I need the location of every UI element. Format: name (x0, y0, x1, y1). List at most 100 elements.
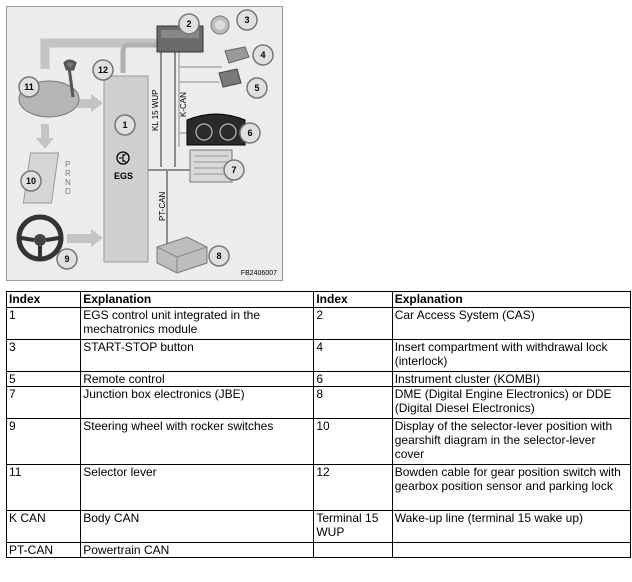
cell-index: 8 (313, 386, 393, 419)
svg-text:9: 9 (64, 254, 69, 264)
header-explanation: Explanation (80, 291, 315, 308)
table-row: 5 Remote control 6 Instrument cluster (K… (5, 371, 632, 387)
table-row: 3 START-STOP button 4 Insert compartment… (5, 339, 632, 372)
arrow-10-body (41, 124, 49, 138)
gear-letter: D (65, 187, 71, 196)
dme-dde-edges (156, 246, 208, 273)
cell-index: Terminal 15 WUP (313, 510, 393, 543)
callout-12: 12 (92, 59, 114, 81)
kcan-label: K-CAN (179, 92, 188, 117)
cell-explanation: Insert compartment with withdrawal lock … (391, 339, 632, 372)
cell-explanation: Junction box electronics (JBE) (80, 386, 315, 419)
insert-compartment (224, 46, 250, 64)
cell-explanation: Selector lever (80, 464, 315, 511)
svg-text:4: 4 (260, 50, 265, 60)
system-diagram: EGS KL 15 WUP K-CAN PT-CAN P R N D 1 2 3… (6, 6, 283, 281)
gear-letter: R (65, 169, 71, 178)
header-index: Index (313, 291, 393, 308)
table-row: 9 Steering wheel with rocker switches 10… (5, 418, 632, 465)
cluster-gauge-right (219, 123, 237, 141)
gear-letter: P (65, 160, 70, 169)
cell-index: 5 (5, 371, 82, 387)
svg-text:10: 10 (26, 176, 36, 186)
arrow-10-head (36, 138, 54, 149)
svg-text:6: 6 (247, 128, 252, 138)
cell-explanation: Remote control (80, 371, 315, 387)
cell-index: 3 (5, 339, 82, 372)
remote-control-key (218, 68, 242, 88)
cell-index: 9 (5, 418, 82, 465)
callout-2: 2 (178, 13, 200, 35)
cell-explanation: EGS control unit integrated in the mecha… (80, 307, 315, 340)
ptcan-label: PT-CAN (158, 191, 167, 221)
steering-wheel-hub (34, 234, 46, 246)
cell-explanation: Body CAN (80, 510, 315, 543)
cell-index: 11 (5, 464, 82, 511)
egs-label: EGS (114, 171, 133, 181)
cell-explanation: Powertrain CAN (80, 542, 315, 558)
svg-text:12: 12 (98, 65, 108, 75)
table-row: K CAN Body CAN Terminal 15 WUP Wake-up l… (5, 510, 632, 543)
selector-lever-stick (63, 59, 77, 98)
cell-explanation: DME (Digital Engine Electronics) or DDE … (391, 386, 632, 419)
table-row: 1 EGS control unit integrated in the mec… (5, 307, 632, 340)
kl15-wup-label: KL 15 WUP (151, 90, 160, 132)
svg-text:5: 5 (254, 83, 259, 93)
cell-index: PT-CAN (5, 542, 82, 558)
cell-index: 4 (313, 339, 393, 372)
instrument-cluster (186, 113, 246, 146)
cell-explanation: Wake-up line (terminal 15 wake up) (391, 510, 632, 543)
diagram-canvas: EGS KL 15 WUP K-CAN PT-CAN P R N D 1 2 3… (16, 9, 277, 277)
table-header-row: Index Explanation Index Explanation (5, 291, 632, 308)
callout-8: 8 (208, 245, 230, 267)
callout-9: 9 (56, 248, 78, 270)
steering-wheel-spokes (20, 236, 60, 259)
arrow-9-body (67, 234, 91, 243)
arrow-11-body (77, 99, 91, 108)
cell-index: 7 (5, 386, 82, 419)
cell-index: 1 (5, 307, 82, 340)
cell-explanation: Instrument cluster (KOMBI) (391, 371, 632, 387)
table-row: PT-CAN Powertrain CAN (5, 542, 632, 558)
svg-text:2: 2 (186, 19, 191, 29)
callout-3: 3 (236, 9, 258, 31)
egs-control-unit (103, 75, 149, 263)
svg-text:11: 11 (24, 82, 34, 92)
arrow-9-head (91, 229, 103, 247)
callout-4: 4 (252, 44, 274, 66)
cell-index: 6 (313, 371, 393, 387)
cell-explanation (391, 542, 632, 558)
cell-index (313, 542, 393, 558)
table-row: 11 Selector lever 12 Bowden cable for ge… (5, 464, 632, 511)
callout-7: 7 (223, 159, 245, 181)
svg-text:8: 8 (216, 251, 221, 261)
callout-1: 1 (114, 114, 136, 136)
header-index: Index (5, 291, 82, 308)
cas-module-top (161, 30, 199, 38)
cell-index: 10 (313, 418, 393, 465)
cell-index: 12 (313, 464, 393, 511)
callout-6: 6 (239, 122, 261, 144)
svg-text:7: 7 (231, 165, 236, 175)
junction-box-lines (194, 155, 228, 175)
legend-table: Index Explanation Index Explanation 1 EG… (5, 291, 632, 558)
start-stop-button-center (215, 20, 225, 30)
cluster-gauge-left (195, 123, 213, 141)
transistor-icon (116, 151, 130, 165)
header-explanation: Explanation (391, 291, 632, 308)
figure-code: FB2406007 (241, 270, 277, 277)
callout-5: 5 (246, 77, 268, 99)
cell-explanation: START-STOP button (80, 339, 315, 372)
arrow-12-line (120, 42, 157, 73)
callout-10: 10 (20, 170, 42, 192)
table-row: 7 Junction box electronics (JBE) 8 DME (… (5, 386, 632, 419)
cell-index: 2 (313, 307, 393, 340)
cell-explanation: Car Access System (CAS) (391, 307, 632, 340)
cell-explanation: Bowden cable for gear position switch wi… (391, 464, 632, 511)
cell-index: K CAN (5, 510, 82, 543)
bowden-arrow-line (40, 38, 157, 69)
cell-explanation: Steering wheel with rocker switches (80, 418, 315, 465)
cell-explanation: Display of the selector-lever position w… (391, 418, 632, 465)
gear-letter: N (65, 178, 71, 187)
transistor-icon-lines (119, 152, 128, 164)
